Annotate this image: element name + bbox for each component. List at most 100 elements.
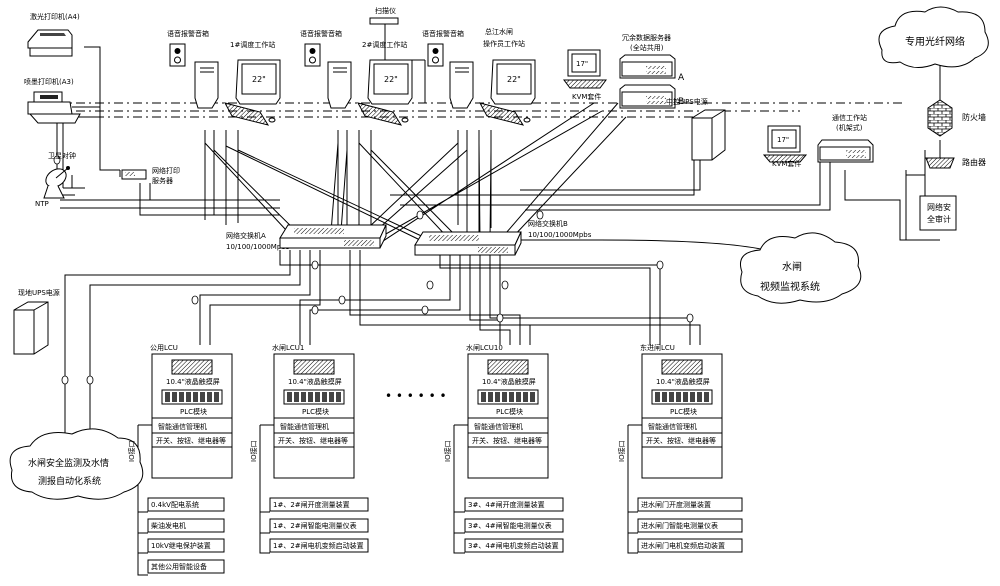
svg-text:防火墙: 防火墙 [962,112,986,122]
cabinet-frame [641,353,723,479]
plc-module-icon [161,389,223,405]
svg-text:喷墨打印机(A3): 喷墨打印机(A3) [24,77,74,86]
svg-text:现地UPS电源: 现地UPS电源 [18,288,60,297]
svg-text:水闸: 水闸 [782,260,802,273]
cabinet-frame [467,353,549,479]
device-label: 进水闸门开度测量装置 [641,500,711,509]
svg-text:扫描仪: 扫描仪 [375,6,396,15]
keyboard-icon [357,102,409,126]
firewall: 防火墙 [927,99,986,137]
switch-a: 网络交换机A 10/100/1000Mpbs [226,224,387,251]
device-label: 1#、2#闸开度测量装置 [273,500,350,509]
plc-label: PLC模块 [180,407,207,416]
svg-text:通信工作站: 通信工作站 [832,113,867,122]
monitor-icon: 22" [235,59,281,105]
device-box: 其他公用智能设备 [147,559,225,574]
screen-label: 10.4"液晶触摸屏 [288,377,342,386]
screen-label: 10.4"液晶触摸屏 [482,377,536,386]
svg-text:10/100/1000Mpbs: 10/100/1000Mpbs [528,231,592,239]
svg-text:KVM套件: KVM套件 [772,159,801,168]
workstation-tower-icon [327,61,352,109]
firewall-icon [927,99,953,137]
workstation-1: 语音报警音箱 1#调度工作站 22" [167,29,281,126]
device-box: 1#、2#闸电机变频启动装置 [269,538,369,553]
svg-text:水闸安全监测及水情: 水闸安全监测及水情 [28,457,109,469]
workstation-3: 语音报警音箱 总江水闸 操作员工作站 22" [422,27,536,126]
io-port-label: IO接口 [127,440,136,462]
server-a-icon [619,54,676,79]
touch-screen-icon [293,359,335,375]
touch-screen-icon [487,359,529,375]
plc-module-icon [651,389,713,405]
device-label: 3#、4#闸开度测量装置 [468,500,545,509]
video-surveillance-cloud: 水闸 视频监视系统 [740,232,862,304]
svg-text:语音报警音箱: 语音报警音箱 [300,29,342,38]
ups-icon [691,109,726,161]
device-label: 3#、4#闸智能电测量仪表 [468,521,552,530]
io-items-label: 开关、按钮、继电器等 [156,436,226,445]
lcu-cabinet: 水闸LCU1010.4"液晶触摸屏PLC模块智能通信管理机开关、按钮、继电器等I… [443,343,549,479]
io-port-label: IO接口 [617,440,626,462]
workstation-2: 语音报警音箱 2#调度工作站 22" [300,29,413,126]
svg-text:中控UPS电源: 中控UPS电源 [666,97,708,106]
svg-text:A: A [678,73,685,83]
lcu-name: 公用LCU [150,344,178,352]
device-box: 3#、4#闸智能电测量仪表 [464,518,564,533]
svg-text:冗余数据服务器: 冗余数据服务器 [622,33,671,42]
lcu-name: 水闸LCU1 [272,343,304,352]
device-label: 进水闸门电机变频启动装置 [641,541,725,550]
svg-text:22": 22" [507,75,521,84]
io-items-label: 开关、按钮、继电器等 [646,436,716,445]
plc-module-icon [283,389,345,405]
svg-text:KVM套件: KVM套件 [572,92,601,101]
laser-printer-icon [27,29,73,57]
satellite-dish-icon [43,166,70,199]
keyboard-icon [224,102,276,126]
device-box: 柴油发电机 [147,518,225,533]
svg-text:语音报警音箱: 语音报警音箱 [167,29,209,38]
screen-label: 10.4"液晶触摸屏 [656,377,710,386]
device-label: 其他公用智能设备 [151,562,207,571]
svg-text:视频监视系统: 视频监视系统 [760,280,820,293]
svg-text:语音报警音箱: 语音报警音箱 [422,29,464,38]
cabinet-frame [151,353,233,479]
comm-station: 17" KVM套件 通信工作站 (机架式) [762,113,874,168]
device-box: 3#、4#闸电机变频启动装置 [464,538,564,553]
laser-printer: 激光打印机(A4) [27,12,80,57]
device-label: 3#、4#闸电机变频启动装置 [468,541,559,550]
server-b-icon [619,84,676,109]
device-label: 柴油发电机 [151,521,186,530]
svg-text:B: B [678,97,684,107]
router: 路由器 [925,150,986,169]
keyboard-icon [479,102,531,126]
workstation-tower-icon [449,61,474,109]
router-icon [925,150,955,169]
svg-text:(机架式): (机架式) [836,123,863,132]
data-servers: 17" KVM套件 冗余数据服务器 (全站共用) A B [563,33,685,109]
cabinet-frame [273,353,355,479]
lcu-cabinet: 公用LCU10.4"液晶触摸屏PLC模块智能通信管理机开关、按钮、继电器等IO接… [127,344,233,479]
device-box: 10kV继电保护装置 [147,538,225,553]
svg-text:10/100/1000Mpbs: 10/100/1000Mpbs [226,243,290,251]
svg-text:17": 17" [777,136,789,144]
touch-screen-icon [661,359,703,375]
inkjet-printer: 喷墨打印机(A3) [24,77,81,124]
device-box: 0.4kV配电系统 [147,497,225,512]
speaker-icon [427,43,444,67]
plc-label: PLC模块 [496,407,523,416]
workstation-tower-icon [194,61,219,109]
plc-label: PLC模块 [670,407,697,416]
svg-text:卫星对钟: 卫星对钟 [48,151,76,160]
lcu-cabinet: 水闸LCU110.4"液晶触摸屏PLC模块智能通信管理机开关、按钮、继电器等IO… [249,343,355,479]
network-audit: 网络安 全审计 [919,195,957,231]
io-items-label: 开关、按钮、继电器等 [472,436,542,445]
ups-icon [13,301,49,355]
rack-server-icon [817,139,874,163]
device-box: 进水闸门开度测量装置 [637,497,743,512]
svg-text:1#调度工作站: 1#调度工作站 [230,40,275,49]
io-port-label: IO接口 [249,440,258,462]
satellite-clock: 卫星对钟 NTP [35,151,76,208]
comm-manager-label: 智能通信管理机 [158,422,207,431]
device-label: 1#、2#闸智能电测量仪表 [273,521,357,530]
